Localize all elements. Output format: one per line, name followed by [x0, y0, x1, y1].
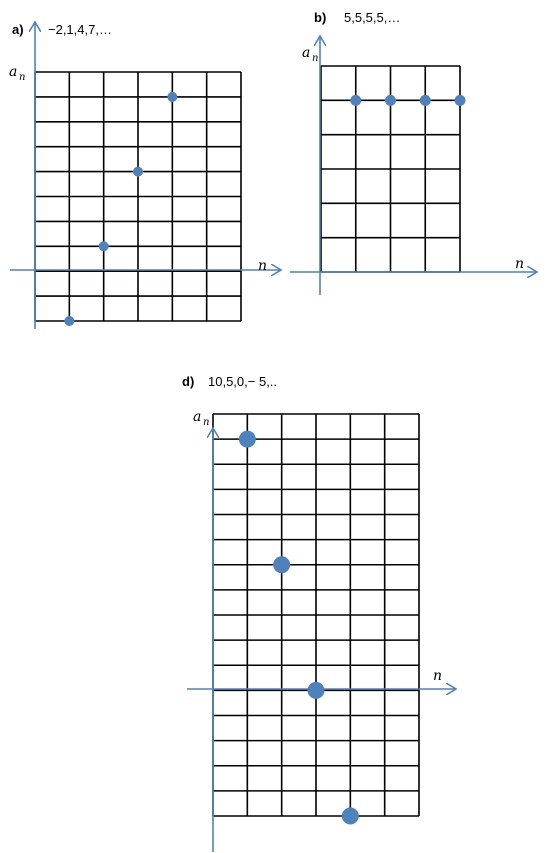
- chart-a-point: [98, 241, 109, 252]
- chart-b-ylabel-sub: n: [312, 53, 318, 64]
- chart-a: a) −2,1,4,7,… a n n: [9, 22, 281, 329]
- chart-b-axes: [290, 36, 537, 295]
- chart-b-letter: b): [314, 10, 326, 25]
- chart-a-sequence: −2,1,4,7,…: [48, 22, 112, 37]
- chart-a-point: [64, 316, 75, 326]
- chart-a-point: [167, 91, 178, 102]
- chart-b-point: [350, 94, 362, 106]
- chart-d-point: [307, 681, 325, 699]
- chart-b-point: [454, 94, 466, 106]
- chart-a-axes: [10, 22, 281, 329]
- chart-d-point: [273, 556, 291, 574]
- chart-b-sequence: 5,5,5,5,…: [344, 10, 400, 25]
- chart-b-points: [350, 94, 466, 106]
- chart-a-grid: [34, 71, 242, 322]
- chart-d-points: [238, 430, 359, 825]
- chart-b: b) 5,5,5,5,… a n n: [290, 10, 537, 295]
- chart-a-xlabel: n: [258, 258, 267, 274]
- chart-d-point: [341, 807, 359, 825]
- chart-b-point: [419, 94, 431, 106]
- chart-d-point: [238, 430, 256, 448]
- chart-a-points: [64, 91, 178, 326]
- chart-a-ylabel: a: [9, 64, 17, 80]
- chart-d-ylabel: a: [193, 409, 201, 425]
- chart-a-point: [133, 166, 143, 177]
- chart-d-sequence: 10,5,0,− 5,..: [208, 374, 277, 389]
- chart-b-ylabel: a: [302, 45, 310, 61]
- chart-b-point: [385, 94, 396, 106]
- chart-d-ylabel-sub: n: [203, 417, 209, 428]
- chart-d-letter: d): [182, 374, 194, 389]
- chart-d: d) 10,5,0,− 5,.. a n n: [182, 374, 456, 852]
- chart-d-grid: [212, 413, 420, 817]
- chart-b-xlabel: n: [515, 256, 524, 272]
- chart-d-xlabel: n: [433, 668, 442, 684]
- chart-a-ylabel-sub: n: [19, 72, 25, 83]
- chart-a-letter: a): [12, 22, 24, 37]
